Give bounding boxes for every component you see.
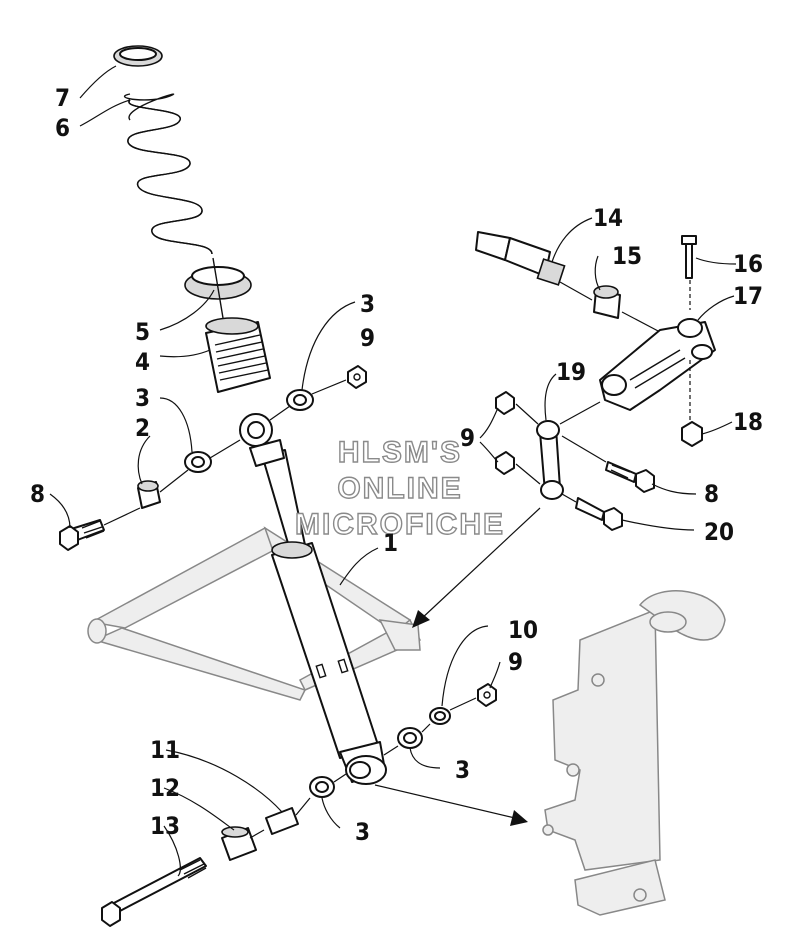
- callout-17: 17: [733, 282, 763, 310]
- callout-labels: 7 6 5 4 3 2 8 3 9 1 10 9 3 3 11 12 13 14…: [30, 84, 763, 846]
- callout-1: 1: [383, 529, 398, 557]
- callout-9: 9: [360, 324, 375, 352]
- callout-2: 2: [135, 414, 150, 442]
- watermark-line-1: HLSM'S: [338, 436, 462, 469]
- callout-13: 13: [150, 812, 180, 840]
- callout-16: 16: [733, 250, 763, 278]
- callout-6: 6: [55, 114, 70, 142]
- watermark-line-2: ONLINE: [337, 472, 462, 505]
- callout-11: 11: [150, 736, 180, 764]
- shock-boot: [205, 317, 271, 393]
- a-arm: [87, 526, 422, 701]
- callout-18: 18: [733, 408, 763, 436]
- callout-3: 3: [135, 384, 150, 412]
- callout-3: 3: [360, 290, 375, 318]
- callout-14: 14: [593, 204, 623, 232]
- callout-3: 3: [455, 756, 470, 784]
- callout-12: 12: [150, 774, 180, 802]
- spindle-knuckle: [542, 590, 726, 916]
- sway-bar-link-assembly: [475, 231, 716, 531]
- callout-19: 19: [556, 358, 586, 386]
- callout-9: 9: [508, 648, 523, 676]
- callout-8: 8: [704, 480, 719, 508]
- callout-9: 9: [460, 424, 475, 452]
- callout-8: 8: [30, 480, 45, 508]
- direction-arrows: [374, 507, 541, 826]
- spring-assembly: [113, 45, 213, 255]
- callout-15: 15: [612, 242, 642, 270]
- shock-absorber: [239, 413, 387, 785]
- watermark-line-3: MICROFICHE: [295, 508, 505, 541]
- callout-20: 20: [704, 518, 734, 546]
- watermark: HLSM'S ONLINE MICROFICHE: [294, 435, 505, 541]
- upper-mount-hardware: [59, 365, 367, 551]
- lower-mount-hardware: [101, 683, 497, 927]
- callout-5: 5: [135, 318, 150, 346]
- callout-10: 10: [508, 616, 538, 644]
- leader-lines: [49, 65, 737, 877]
- spring-seat: [184, 257, 252, 319]
- callout-4: 4: [135, 348, 150, 376]
- callout-3: 3: [355, 818, 370, 846]
- callout-7: 7: [55, 84, 70, 112]
